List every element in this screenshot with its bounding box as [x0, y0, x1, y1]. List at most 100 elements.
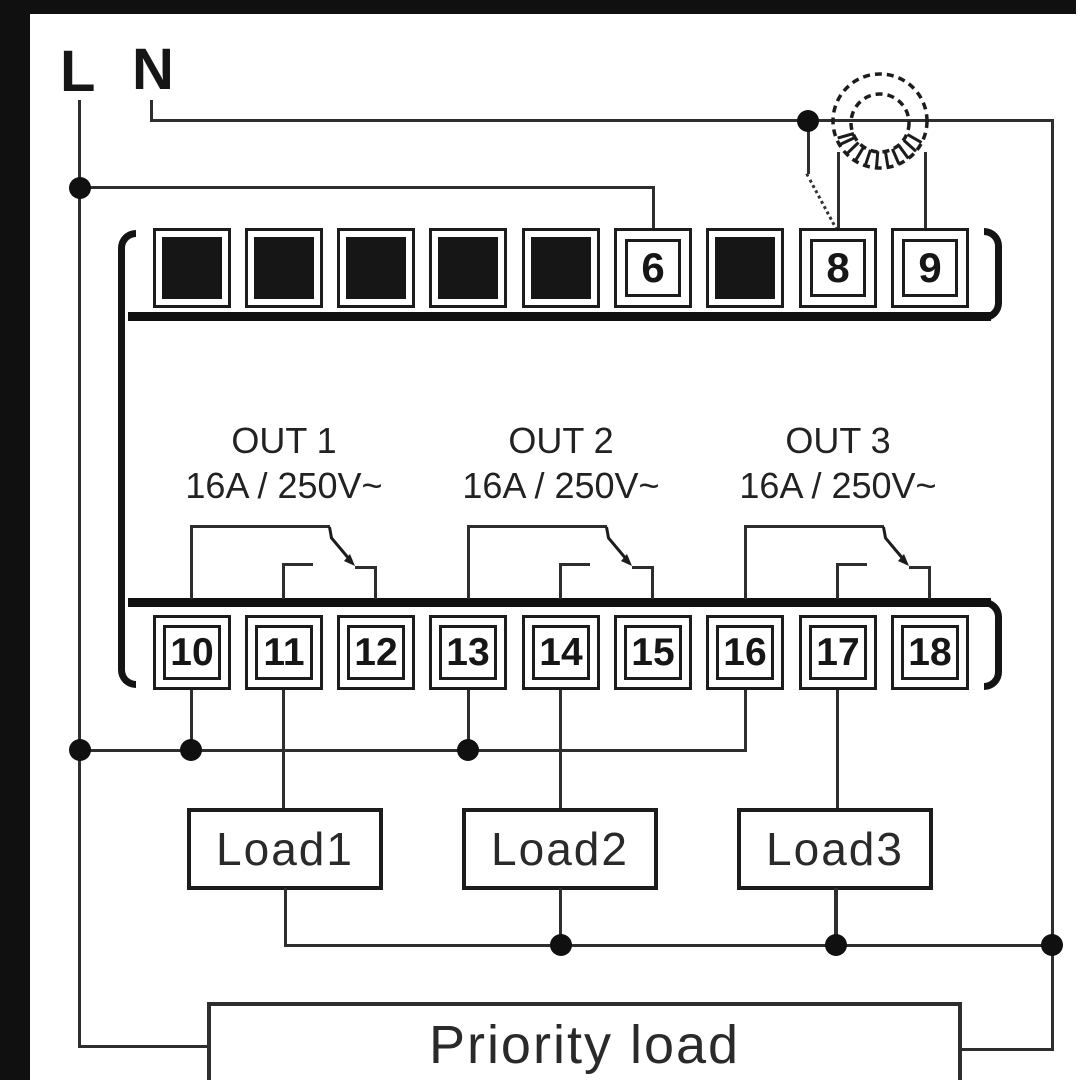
junction-dot-line-top [69, 177, 91, 199]
wire-line-to-priority [78, 1045, 209, 1048]
wire-ct-lead-right [924, 152, 927, 230]
wire-load2-return [559, 888, 562, 947]
terminal-11-label: 11 [255, 625, 313, 680]
wire-terminal11-to-load1 [282, 690, 285, 810]
relay1-nc-wire [374, 566, 377, 599]
device-bottom-rail [128, 598, 991, 607]
relay2-switch-arm [605, 526, 632, 566]
wire-load3-return [834, 888, 838, 947]
device-right-bracket-bottom [984, 599, 1002, 690]
terminal-16: 16 [706, 615, 784, 690]
terminal-blank [715, 237, 775, 299]
terminal-17: 17 [799, 615, 877, 690]
terminal-15: 15 [614, 615, 692, 690]
top-border-bar [0, 0, 1076, 14]
terminal-17-label: 17 [809, 625, 867, 680]
relay1-no-wire [282, 563, 285, 599]
terminal-6-label: 6 [625, 239, 681, 297]
device-right-bracket-top [984, 228, 1002, 321]
terminal-12: 12 [337, 615, 415, 690]
relay1-nc-stub [355, 566, 377, 569]
terminal-10-label: 10 [163, 625, 221, 680]
line-label: L [60, 39, 96, 104]
terminal-blank [438, 237, 498, 299]
relay1-com-bar [190, 525, 330, 528]
junction-dot-terminal10 [180, 739, 202, 761]
wire-line-top-bus [78, 186, 655, 189]
wire-neutral-right-vertical [1051, 119, 1054, 947]
terminal-15-label: 15 [624, 625, 682, 680]
priority-load-box: Priority load [207, 1002, 962, 1080]
relay2-nc-stub [632, 566, 654, 569]
load2-label: Load2 [491, 823, 629, 875]
relay3-com-bar [744, 525, 884, 528]
junction-dot-terminal13 [457, 739, 479, 761]
relay2-no-wire [559, 563, 562, 599]
relay3-nc-wire [928, 566, 931, 599]
device-left-bracket [118, 230, 136, 688]
terminal-12-label: 12 [347, 625, 405, 680]
neutral-label: N [132, 37, 174, 102]
wire-terminal13-drop [467, 690, 470, 752]
terminal-14: 14 [522, 615, 600, 690]
out3-label-block: OUT 3 16A / 250V~ [698, 418, 978, 508]
terminal-9-label: 9 [902, 239, 958, 297]
terminal-top-2 [245, 228, 323, 308]
left-border-bar [0, 0, 30, 1080]
terminal-8-label: 8 [810, 239, 866, 297]
out3-name: OUT 3 [785, 420, 891, 461]
out3-rating: 16A / 250V~ [739, 465, 937, 506]
load3-label: Load3 [766, 823, 904, 875]
wire-load1-return [284, 888, 287, 947]
load1-box: Load1 [187, 808, 383, 890]
device-top-rail [128, 312, 991, 321]
relay3-no-stub [838, 563, 867, 566]
load1-label: Load1 [216, 823, 354, 875]
relay3-no-wire [836, 563, 839, 599]
wire-neutral-bottom-bus [284, 944, 1054, 947]
wire-terminal14-to-load2 [559, 690, 562, 810]
wire-terminal6-drop [652, 186, 655, 230]
terminal-blank [346, 237, 406, 299]
terminal-6: 6 [614, 228, 692, 308]
junction-dot-neutral-tap [797, 110, 819, 132]
priority-load-label: Priority load [428, 1015, 741, 1075]
wire-neutral-tap-vertical [807, 121, 810, 174]
relay2-com-bar [467, 525, 607, 528]
terminal-blank [254, 237, 314, 299]
relay3-com-wire [744, 527, 747, 599]
current-transformer-icon [831, 72, 929, 170]
wire-neutral-tap-diagonal [805, 173, 839, 231]
wire-terminal16-drop [744, 690, 747, 752]
relay1-com-wire [190, 527, 193, 599]
terminal-blank [531, 237, 591, 299]
wire-terminal10-drop [190, 690, 193, 752]
junction-dot-neutral-bus-right [1041, 934, 1063, 956]
load2-box: Load2 [462, 808, 658, 890]
wire-neutral-horizontal [150, 119, 1054, 122]
relay3-switch-arm [882, 526, 909, 566]
relay3-nc-stub [909, 566, 931, 569]
out1-rating: 16A / 250V~ [185, 465, 383, 506]
wire-line-bottom-bus [78, 749, 746, 752]
wire-neutral-to-priority [962, 1048, 1054, 1051]
out2-rating: 16A / 250V~ [462, 465, 660, 506]
terminal-18-label: 18 [901, 625, 959, 680]
out2-label-block: OUT 2 16A / 250V~ [421, 418, 701, 508]
terminal-top-5 [522, 228, 600, 308]
terminal-10: 10 [153, 615, 231, 690]
terminal-14-label: 14 [532, 625, 590, 680]
terminal-top-7 [706, 228, 784, 308]
wire-line-vertical [78, 100, 81, 1047]
out2-name: OUT 2 [508, 420, 614, 461]
terminal-top-3 [337, 228, 415, 308]
out1-label-block: OUT 1 16A / 250V~ [144, 418, 424, 508]
junction-dot-line-bus-left [69, 739, 91, 761]
relay2-nc-wire [651, 566, 654, 599]
junction-dot-load2-return [550, 934, 572, 956]
terminal-16-label: 16 [716, 625, 774, 680]
terminal-13: 13 [429, 615, 507, 690]
terminal-9: 9 [891, 228, 969, 308]
relay1-no-stub [284, 563, 313, 566]
